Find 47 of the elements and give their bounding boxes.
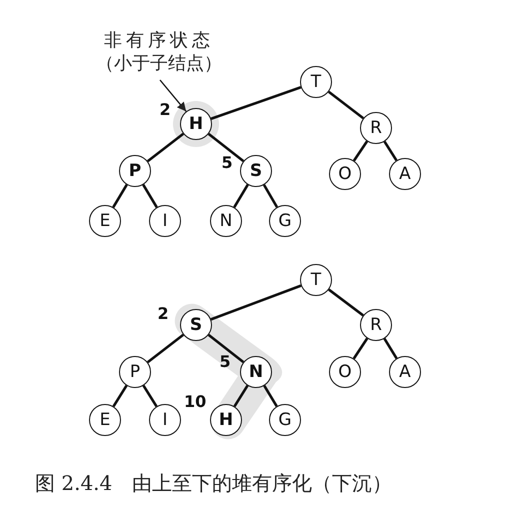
tree-edge: [112, 184, 128, 208]
tree-edge: [210, 284, 302, 321]
tree-edge: [142, 384, 158, 408]
tree-edge: [352, 140, 368, 162]
tree-edge: [233, 184, 249, 208]
tree-edge: [146, 334, 184, 364]
index-number: 10: [184, 392, 206, 411]
tree-edge: [210, 86, 302, 120]
figure-caption: 图 2.4.4 由上至下的堆有序化（下沉）: [35, 470, 392, 497]
tree-edge: [383, 140, 398, 162]
tree-node-circle: S: [240, 155, 272, 187]
index-number: 2: [158, 304, 169, 323]
tree-edge: [328, 90, 364, 120]
tree-node-circle: G: [269, 205, 301, 237]
tree-node-circle: P: [119, 155, 151, 187]
tree-node-circle: R: [360, 309, 392, 341]
tree-node-circle: O: [329, 158, 361, 190]
tree-edge: [263, 385, 278, 407]
index-number: 2: [160, 100, 171, 119]
tree-edge: [146, 132, 184, 162]
tree-edge: [112, 384, 128, 408]
tree-node-circle: I: [149, 404, 181, 436]
tree-node-circle: H: [210, 404, 242, 436]
tree-edge: [208, 132, 244, 162]
tree-node-circle: G: [269, 404, 301, 436]
tree-node-circle: I: [149, 205, 181, 237]
tree-edge: [352, 338, 368, 360]
tree-edge: [328, 288, 364, 316]
annotation-text: 非有序状态（小于子结点）: [95, 29, 223, 75]
leader-arrow: [160, 80, 187, 112]
tree-node-circle: A: [389, 158, 421, 190]
tree-edge: [262, 184, 278, 208]
tree-edge: [383, 338, 398, 360]
tree-node-circle: N: [210, 205, 242, 237]
tree-node-circle: A: [389, 356, 421, 388]
index-number: 5: [222, 153, 233, 172]
tree-edge: [208, 334, 244, 364]
index-number: 5: [220, 352, 231, 371]
tree-node-circle: E: [89, 205, 121, 237]
tree-node-circle: T: [300, 66, 332, 98]
tree-node-circle: R: [360, 112, 392, 144]
tree-node-circle: T: [300, 264, 332, 296]
tree-edge: [142, 184, 158, 208]
tree-node-circle: O: [329, 356, 361, 388]
tree-node-circle: E: [89, 404, 121, 436]
tree-node-circle: P: [119, 356, 151, 388]
tree-edge: [233, 384, 249, 408]
